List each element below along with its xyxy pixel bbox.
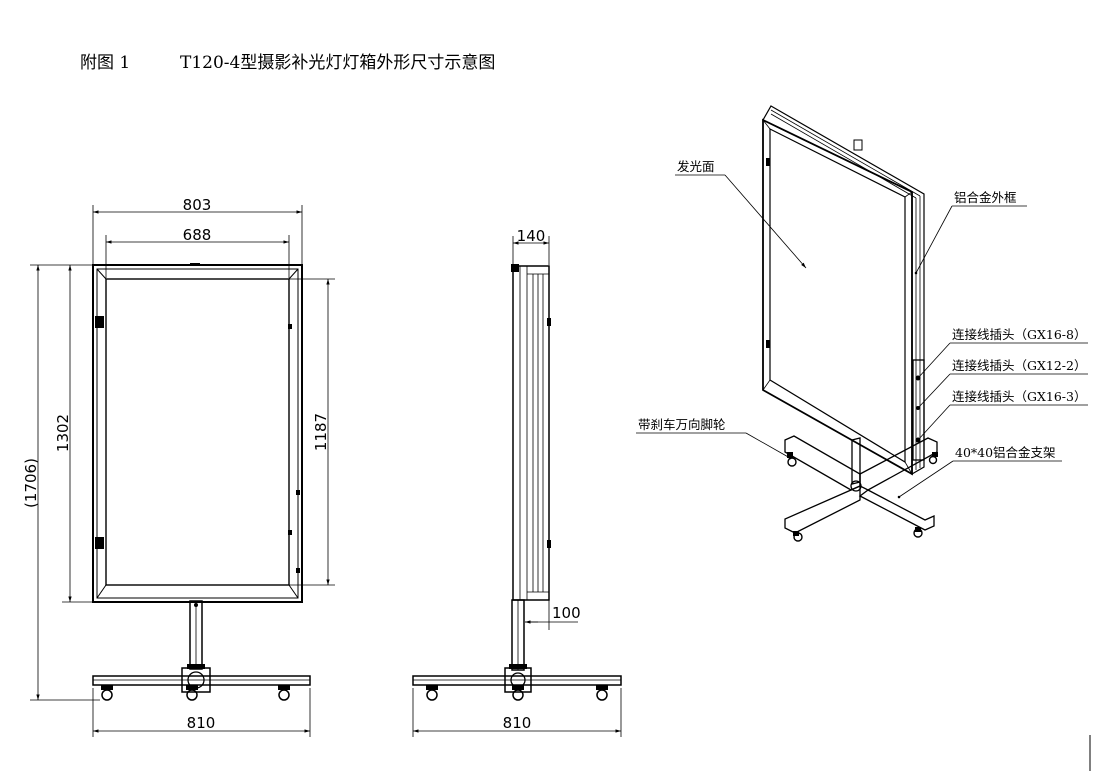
iso-junction-box (912, 359, 925, 461)
dim-inner-width: 688 (183, 226, 212, 244)
label-casters: 带刹车万向脚轮 (638, 417, 726, 432)
dim-overall-width: 803 (183, 196, 212, 214)
side-base (412, 675, 622, 686)
dim-side-base-width: 810 (503, 714, 532, 732)
dim-frame-height: 1302 (54, 414, 72, 452)
hinge (95, 537, 104, 549)
caster (186, 685, 198, 701)
label-plug-gx16-8: 连接线插头（GX16-8） (952, 327, 1086, 342)
caster (928, 452, 938, 465)
label-light-panel: 发光面 (677, 159, 715, 174)
caster (426, 685, 438, 701)
dim-bottom-offset: 100 (552, 604, 581, 622)
label-plug-gx16-3: 连接线插头（GX16-3） (952, 389, 1086, 404)
label-outer-frame: 铝合金外框 (954, 190, 1017, 205)
iso-x-base (784, 435, 938, 534)
side-view: 140 100 810 (412, 227, 622, 737)
dim-overall-height: (1706) (22, 458, 40, 508)
front-outer-frame (92, 264, 303, 603)
caster (793, 531, 803, 542)
dim-front-base-width: 810 (187, 714, 216, 732)
side-frame (512, 265, 550, 601)
figure-number: 附图 1 (80, 53, 130, 73)
caster (101, 685, 113, 701)
caster (512, 685, 524, 701)
dim-depth: 140 (517, 227, 546, 245)
front-base (92, 675, 311, 686)
figure-title: T120-4型摄影补光灯灯箱外形尺寸示意图 (180, 53, 495, 73)
isometric-view: 发光面 铝合金外框 连接线插头（GX16-8） 连接线插头（GX12-2） 连接… (636, 105, 1088, 542)
hinge (95, 316, 104, 328)
caster (278, 685, 290, 701)
front-view: 803 688 (1706) 1302 1187 810 (22, 196, 335, 737)
caster (787, 452, 797, 467)
dim-inner-height: 1187 (312, 413, 330, 451)
caster (596, 685, 608, 701)
caster (913, 527, 923, 538)
label-stand: 40*40铝合金支架 (955, 445, 1056, 460)
label-plug-gx12-2: 连接线插头（GX12-2） (952, 358, 1086, 373)
front-light-panel (105, 278, 290, 586)
